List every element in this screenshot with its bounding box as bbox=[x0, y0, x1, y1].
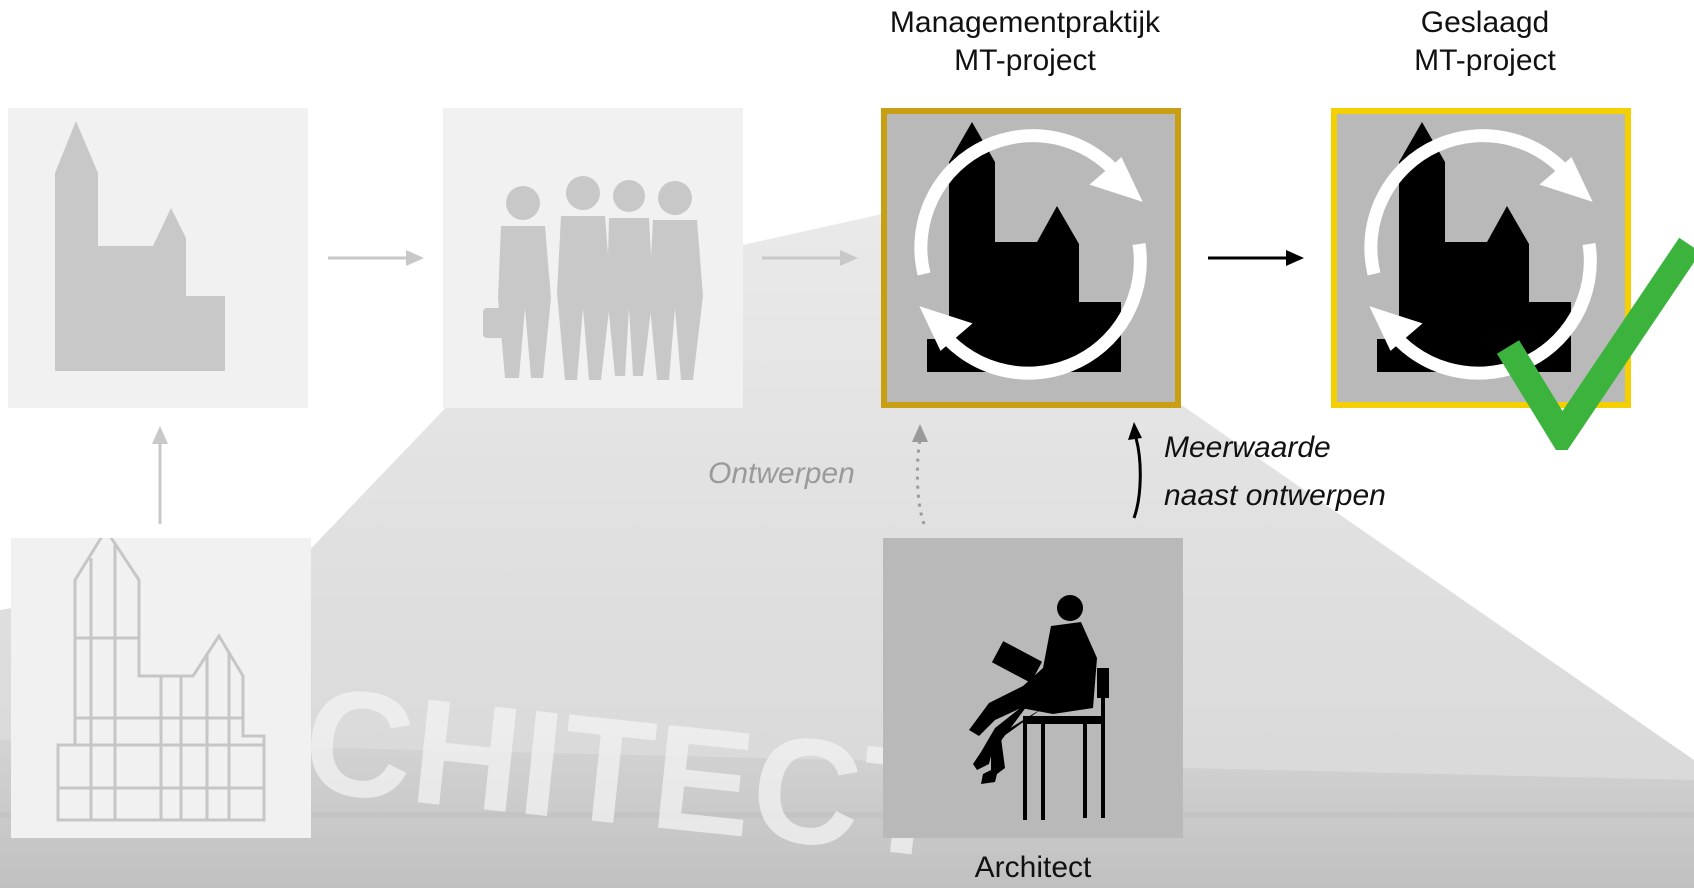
design-label: Ontwerpen bbox=[708, 457, 855, 490]
checkmark-icon bbox=[1496, 237, 1694, 450]
seated-architect-icon bbox=[969, 595, 1109, 820]
management-title-line2: MT-project bbox=[954, 44, 1096, 77]
building-blueprint-icon bbox=[56, 538, 266, 822]
arrow-design bbox=[912, 424, 928, 525]
blueprint-tile bbox=[11, 538, 311, 838]
success-title-line1: Geslaagd bbox=[1420, 6, 1550, 39]
cycle-arrows-icon bbox=[914, 129, 1147, 380]
added-value-line2: naast ontwerpen bbox=[1164, 479, 1386, 512]
team-tile bbox=[443, 108, 743, 408]
architect-label: Architect bbox=[974, 851, 1092, 884]
building-tile bbox=[8, 108, 308, 408]
arrow-building-to-team bbox=[328, 250, 424, 266]
arrow-blueprint-to-building bbox=[152, 426, 168, 524]
arrow-added-value bbox=[1128, 422, 1142, 519]
management-title-line1: Managementpraktijk bbox=[889, 6, 1161, 39]
success-title: Geslaagd MT-project bbox=[1320, 4, 1650, 80]
architect-tile bbox=[883, 538, 1183, 838]
added-value-line1: Meerwaarde bbox=[1164, 431, 1331, 464]
success-title-line2: MT-project bbox=[1414, 44, 1556, 77]
arrow-management-to-success bbox=[1208, 250, 1304, 266]
success-tile bbox=[1331, 108, 1631, 408]
management-title: Managementpraktijk MT-project bbox=[830, 4, 1220, 80]
team-icon bbox=[483, 176, 703, 380]
added-value-label: Meerwaarde naast ontwerpen bbox=[1164, 424, 1386, 520]
management-icon bbox=[914, 122, 1147, 380]
arrow-team-to-management bbox=[762, 250, 858, 266]
management-tile bbox=[881, 108, 1181, 408]
building-icon bbox=[55, 121, 225, 408]
